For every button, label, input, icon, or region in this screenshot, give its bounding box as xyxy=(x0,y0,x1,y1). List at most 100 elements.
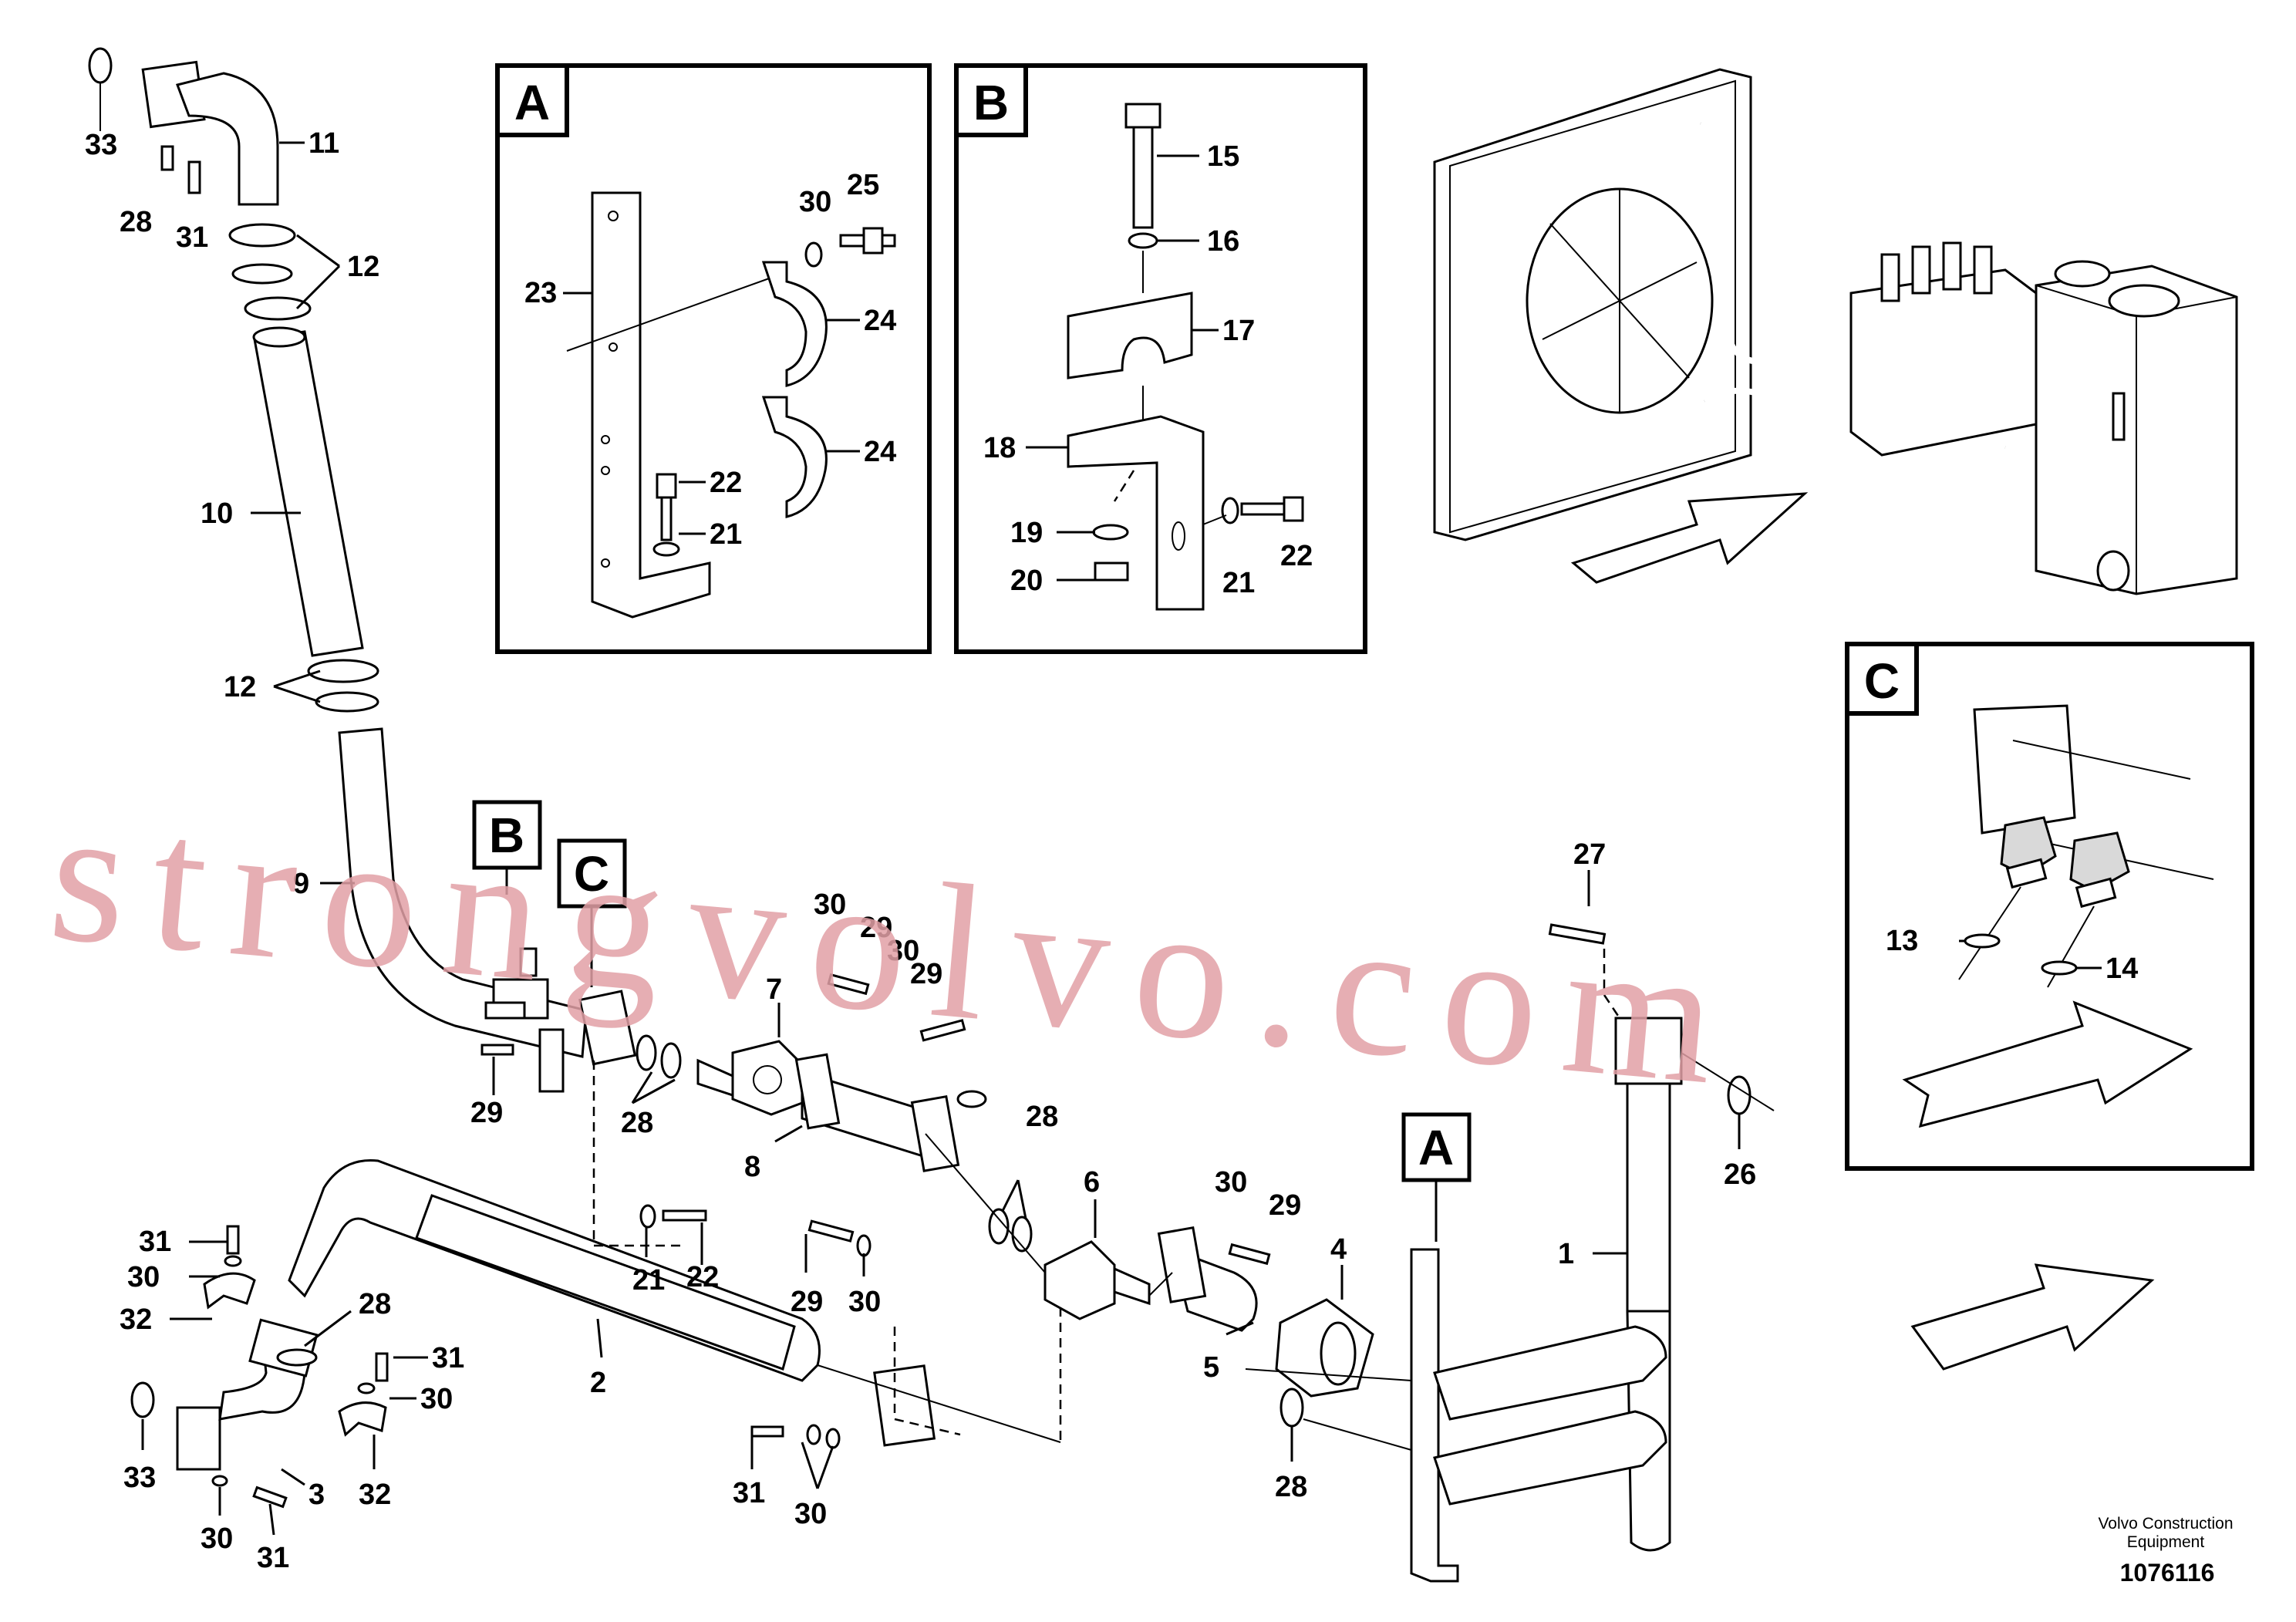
bolt-30-29-a xyxy=(827,973,870,996)
label-29-mid-a: 29 xyxy=(860,912,892,944)
label-31-right: 31 xyxy=(432,1342,464,1374)
washer-21-b xyxy=(1221,497,1239,524)
label-12-upper: 12 xyxy=(347,251,379,283)
bolt-15 xyxy=(1124,103,1161,129)
label-30-bottom: 30 xyxy=(848,1286,881,1318)
publisher-line-1: Volvo Construction xyxy=(2098,1515,2233,1533)
label-30-mid-b: 30 xyxy=(887,935,919,967)
bolt-31-right xyxy=(375,1352,389,1382)
label-18: 18 xyxy=(983,432,1016,464)
label-27: 27 xyxy=(1573,838,1606,871)
o-ring-33-top xyxy=(88,47,113,84)
label-28-bottom: 28 xyxy=(359,1288,391,1320)
washer-30-bottom xyxy=(211,1475,228,1487)
label-22-b: 22 xyxy=(1280,540,1313,572)
svg-text:A: A xyxy=(1418,1120,1454,1175)
label-16: 16 xyxy=(1207,225,1239,258)
o-ring-28-f xyxy=(1279,1388,1304,1428)
callout-marker-a: A xyxy=(1401,1112,1472,1242)
flange-3-top xyxy=(248,1318,319,1378)
bracket-23 xyxy=(591,191,711,619)
bolt-31-bottom xyxy=(252,1485,288,1509)
washer-30 xyxy=(804,241,823,268)
clamp-12-a xyxy=(228,223,296,248)
label-5: 5 xyxy=(1203,1351,1219,1384)
label-28-mid: 28 xyxy=(621,1107,653,1139)
block-17 xyxy=(1067,292,1193,379)
label-32-left: 32 xyxy=(120,1303,152,1336)
label-31-mid: 31 xyxy=(733,1477,765,1509)
svg-text:B: B xyxy=(489,808,524,863)
pipe-1-branch-lower xyxy=(1433,1410,1667,1506)
bolt-30-29-b xyxy=(1228,1243,1271,1266)
clamp-32-a xyxy=(203,1272,256,1310)
label-29-bottom: 29 xyxy=(791,1286,823,1318)
label-30-clamp: 30 xyxy=(420,1383,453,1415)
label-6: 6 xyxy=(1084,1166,1100,1199)
washer-16 xyxy=(1128,232,1158,249)
label-1: 1 xyxy=(1558,1238,1574,1270)
detail-panel-b: B 15 16 17 18 19 20 21 22 xyxy=(954,63,1367,654)
label-26: 26 xyxy=(1724,1158,1756,1191)
bolt-29-b xyxy=(480,1044,514,1056)
elbow-11 xyxy=(176,72,279,206)
fitting-6 xyxy=(1043,1240,1116,1320)
label-28-lower: 28 xyxy=(1275,1471,1307,1503)
label-2: 2 xyxy=(590,1367,606,1399)
label-30-left: 30 xyxy=(127,1261,160,1293)
label-4: 4 xyxy=(1330,1233,1347,1266)
label-7: 7 xyxy=(766,973,782,1006)
clamp-24-lower xyxy=(761,396,828,518)
bolt-27 xyxy=(1548,923,1607,945)
label-12-lower: 12 xyxy=(224,671,256,703)
nut-20 xyxy=(1094,561,1129,582)
clamp-32-b xyxy=(338,1401,387,1437)
panel-a-letter: A xyxy=(514,75,550,130)
svg-text:C: C xyxy=(574,846,609,902)
label-30-mid: 30 xyxy=(794,1498,827,1530)
label-10: 10 xyxy=(201,497,233,530)
label-21-a: 21 xyxy=(710,518,742,551)
detail-panel-c: C 13 14 xyxy=(1845,642,2254,1171)
label-22-main: 22 xyxy=(686,1261,719,1293)
detail-panel-a: A 23 24 24 30 25 22 21 xyxy=(495,63,932,654)
flange-c xyxy=(1973,704,2076,835)
bolt-29-a xyxy=(919,1019,966,1042)
o-ring-33-bottom xyxy=(130,1381,155,1418)
label-14: 14 xyxy=(2106,953,2138,985)
clamp-12-b xyxy=(231,263,293,285)
o-ring-14 xyxy=(2041,960,2078,976)
block-1 xyxy=(1614,1017,1683,1085)
bolt-31-mid xyxy=(750,1425,784,1438)
label-31-lowest: 31 xyxy=(257,1542,289,1574)
bolt-31-top xyxy=(187,160,201,194)
machine-overview xyxy=(1433,68,2238,595)
bolt-29-c xyxy=(807,1219,855,1243)
watermark-text: strongvolvo.com xyxy=(42,767,1749,1127)
label-29-right: 29 xyxy=(1269,1189,1301,1222)
label-11: 11 xyxy=(308,127,339,160)
clamp-12-c xyxy=(244,296,312,321)
callout-marker-c: C xyxy=(557,838,627,987)
panel-b-letter: B xyxy=(973,75,1009,130)
label-15: 15 xyxy=(1207,140,1239,173)
label-28-top: 28 xyxy=(120,206,152,238)
label-33-top: 33 xyxy=(85,129,117,161)
label-19: 19 xyxy=(1010,517,1043,549)
label-30-mid-a: 30 xyxy=(814,889,846,921)
document-number: 1076116 xyxy=(2120,1559,2215,1587)
bracket-a-main xyxy=(1410,1248,1459,1583)
washer-21 xyxy=(652,541,680,557)
label-9: 9 xyxy=(293,868,309,900)
label-23: 23 xyxy=(524,277,557,309)
label-31-left: 31 xyxy=(139,1226,171,1258)
clamp-24-upper xyxy=(761,261,828,387)
label-21-main: 21 xyxy=(632,1264,665,1297)
label-30-lowest: 30 xyxy=(201,1523,233,1555)
thread-7 xyxy=(696,1058,734,1098)
o-ring-28-g xyxy=(276,1348,318,1367)
label-29-mid-b: 29 xyxy=(910,958,942,990)
label-25: 25 xyxy=(847,169,879,201)
view-arrow-lower xyxy=(1910,1263,2155,1371)
pipe-1-branch-upper xyxy=(1433,1325,1667,1421)
